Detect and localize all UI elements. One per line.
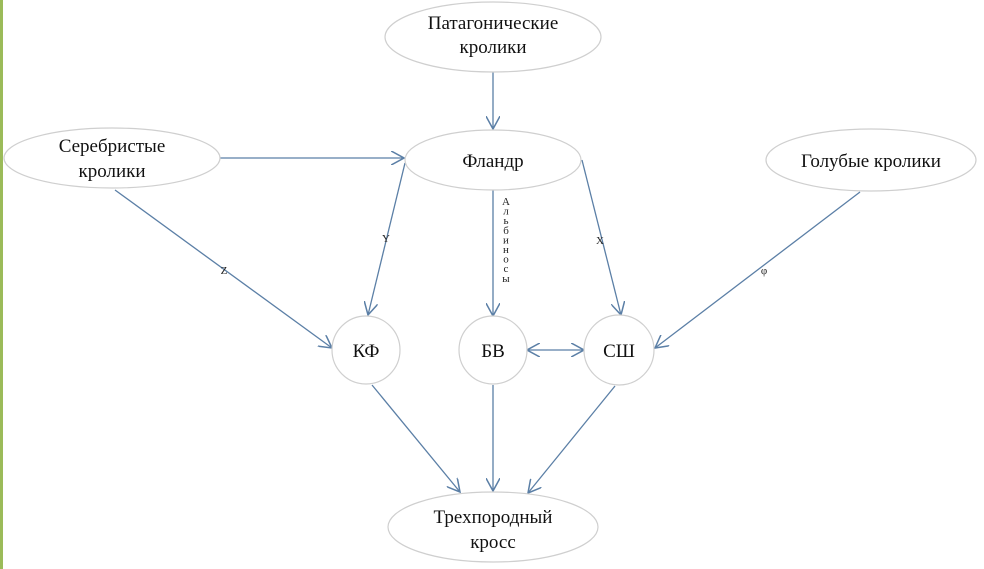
edge-label-phi: φ <box>761 265 767 277</box>
node-label: Фландр <box>462 151 523 172</box>
edge-flandr-kf <box>368 162 406 315</box>
node-label-line1: Серебристые <box>59 136 166 157</box>
node-label: КФ <box>353 341 380 362</box>
node-bv: БВ <box>458 315 528 385</box>
node-label-line1: Патагонические <box>428 13 559 34</box>
edge-flandr-ssh <box>581 159 621 315</box>
edge-label-z: Z <box>221 265 228 277</box>
node-label-line2: кролики <box>78 161 145 182</box>
edge-ssh-cross <box>528 385 616 493</box>
node-label: СШ <box>603 341 635 362</box>
node-label-line2: кросс <box>470 532 516 553</box>
node-label-line2: кролики <box>459 37 526 58</box>
node-blue: Голубые кролики <box>765 128 977 192</box>
edge-silver-kf <box>114 189 332 348</box>
edge-label-y: Y <box>382 233 390 245</box>
node-patagonian: Патагонические кролики <box>384 1 602 73</box>
node-flandr: Фландр <box>404 129 582 191</box>
left-border <box>0 0 3 569</box>
node-kf: КФ <box>331 315 401 385</box>
node-label-line1: Трехпородный <box>434 507 553 528</box>
node-label: БВ <box>481 341 505 362</box>
edge-kf-cross <box>371 384 460 492</box>
node-cross: Трехпородный кросс <box>387 491 599 563</box>
edge-label-x: X <box>596 235 604 247</box>
edge-blue-ssh <box>655 191 861 348</box>
node-ssh: СШ <box>583 314 655 386</box>
node-label: Голубые кролики <box>801 151 941 172</box>
node-silver: Серебристые кролики <box>3 127 221 189</box>
